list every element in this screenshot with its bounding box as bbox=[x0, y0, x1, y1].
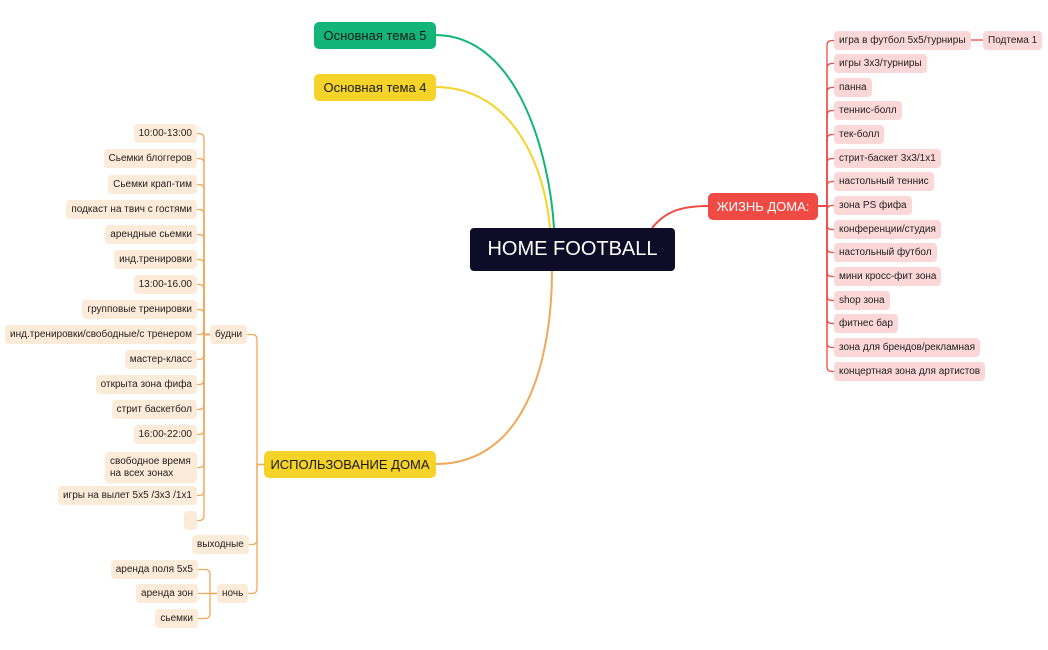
life-item[interactable]: настольный теннис bbox=[834, 172, 934, 191]
life-item[interactable]: shop зона bbox=[834, 291, 890, 310]
line-usage bbox=[435, 270, 553, 465]
weekday-item[interactable]: стрит баскетбол bbox=[111, 400, 197, 419]
main-topic-5[interactable]: Основная тема 5 bbox=[314, 22, 436, 49]
weekday-branch-line bbox=[197, 157, 210, 336]
weekday-branch-line bbox=[197, 308, 210, 336]
subtopic-1[interactable]: Подтема 1 bbox=[983, 31, 1043, 50]
life-branch-line bbox=[818, 205, 834, 373]
night-branch-line bbox=[198, 592, 217, 620]
life-branch-lines bbox=[818, 39, 834, 373]
life-branch-line bbox=[818, 205, 834, 302]
life-branch-line bbox=[818, 205, 834, 325]
weekday-item[interactable]: групповые тренировки bbox=[82, 300, 197, 319]
life-item[interactable]: настольный футбол bbox=[834, 243, 937, 262]
weekend-node[interactable]: выходные bbox=[192, 535, 249, 554]
usage-branch-line bbox=[247, 333, 264, 466]
night-branch-line bbox=[198, 568, 217, 595]
root-topic[interactable]: HOME FOOTBALL bbox=[470, 228, 675, 271]
weekday-item[interactable]: арендные сьемки bbox=[105, 225, 197, 244]
life-item[interactable]: мини кросс-фит зона bbox=[834, 267, 942, 286]
main-topic-usage[interactable]: ИСПОЛЬЗОВАНИЕ ДОМА bbox=[264, 451, 436, 478]
main-topic-life[interactable]: ЖИЗНЬ ДОМА: bbox=[708, 193, 818, 220]
life-item[interactable]: концертная зона для артистов bbox=[834, 362, 986, 381]
weekday-item[interactable]: Сьемки крап-тим bbox=[108, 175, 197, 194]
life-branch-line bbox=[818, 205, 834, 231]
life-item[interactable]: тек-болл bbox=[834, 125, 885, 144]
life-branch-line bbox=[818, 157, 834, 207]
life-item[interactable]: стрит-баскет 3х3/1х1 bbox=[834, 149, 941, 168]
weekday-item[interactable]: 13:00-16.00 bbox=[133, 275, 197, 294]
line-life bbox=[651, 205, 709, 229]
night-node[interactable]: ночь bbox=[217, 584, 249, 603]
life-branch-line bbox=[818, 86, 834, 207]
weekday-item[interactable]: инд.тренировки bbox=[114, 250, 197, 269]
weekday-item-empty[interactable] bbox=[184, 511, 197, 530]
weekday-branch-line bbox=[197, 233, 210, 336]
weekday-branch-line bbox=[197, 258, 210, 336]
weekday-item[interactable]: 10:00-13:00 bbox=[133, 124, 197, 143]
weekdays-node[interactable]: будни bbox=[210, 325, 248, 344]
weekday-item[interactable]: игры на вылет 5х5 /3х3 /1х1 bbox=[57, 486, 197, 505]
life-branch-line bbox=[818, 133, 834, 207]
life-item[interactable]: игра в футбол 5х5/турниры bbox=[834, 31, 971, 50]
life-item[interactable]: фитнес бар bbox=[834, 314, 898, 333]
life-item[interactable]: зона для брендов/рекламная bbox=[834, 338, 981, 357]
weekday-branch-line bbox=[197, 132, 210, 336]
line-topic5 bbox=[434, 34, 555, 229]
life-branch-line bbox=[818, 62, 834, 207]
weekday-item[interactable]: инд.тренировки/свободные/с тренером bbox=[5, 325, 197, 344]
usage-branch-line bbox=[248, 463, 264, 595]
life-item[interactable]: панна bbox=[834, 78, 872, 97]
life-item[interactable]: зона PS фифа bbox=[834, 196, 912, 215]
life-branch-line bbox=[818, 109, 834, 207]
night-item[interactable]: аренда поля 5х5 bbox=[110, 560, 198, 579]
weekday-item[interactable]: подкаст на твич с гостями bbox=[66, 200, 197, 219]
weekday-item[interactable]: мастер-класс bbox=[124, 350, 197, 369]
life-branch-line bbox=[818, 39, 834, 207]
life-item[interactable]: конференции/студия bbox=[834, 220, 941, 239]
weekday-item[interactable]: 16:00-22:00 bbox=[133, 425, 197, 444]
night-item[interactable]: аренда зон bbox=[136, 584, 198, 603]
life-branch-line bbox=[818, 180, 834, 207]
life-branch-line bbox=[818, 205, 834, 278]
weekday-item[interactable]: Сьемки блоггеров bbox=[103, 149, 197, 168]
usage-branch-lines bbox=[197, 132, 264, 620]
line-topic4 bbox=[434, 86, 551, 229]
weekday-branch-line bbox=[197, 283, 210, 336]
night-item[interactable]: сьемки bbox=[155, 609, 198, 628]
weekday-branch-line bbox=[197, 329, 210, 336]
life-item[interactable]: игры 3х3/турниры bbox=[834, 54, 927, 73]
weekday-branch-line bbox=[197, 208, 210, 336]
weekday-branch-line bbox=[197, 183, 210, 336]
life-item[interactable]: теннис-болл bbox=[834, 101, 902, 120]
main-topic-4[interactable]: Основная тема 4 bbox=[314, 74, 436, 101]
weekday-item[interactable]: свободное время на всех зонах bbox=[105, 452, 197, 483]
weekday-branch-line bbox=[197, 333, 210, 522]
weekday-item[interactable]: открыта зона фифа bbox=[95, 375, 197, 394]
